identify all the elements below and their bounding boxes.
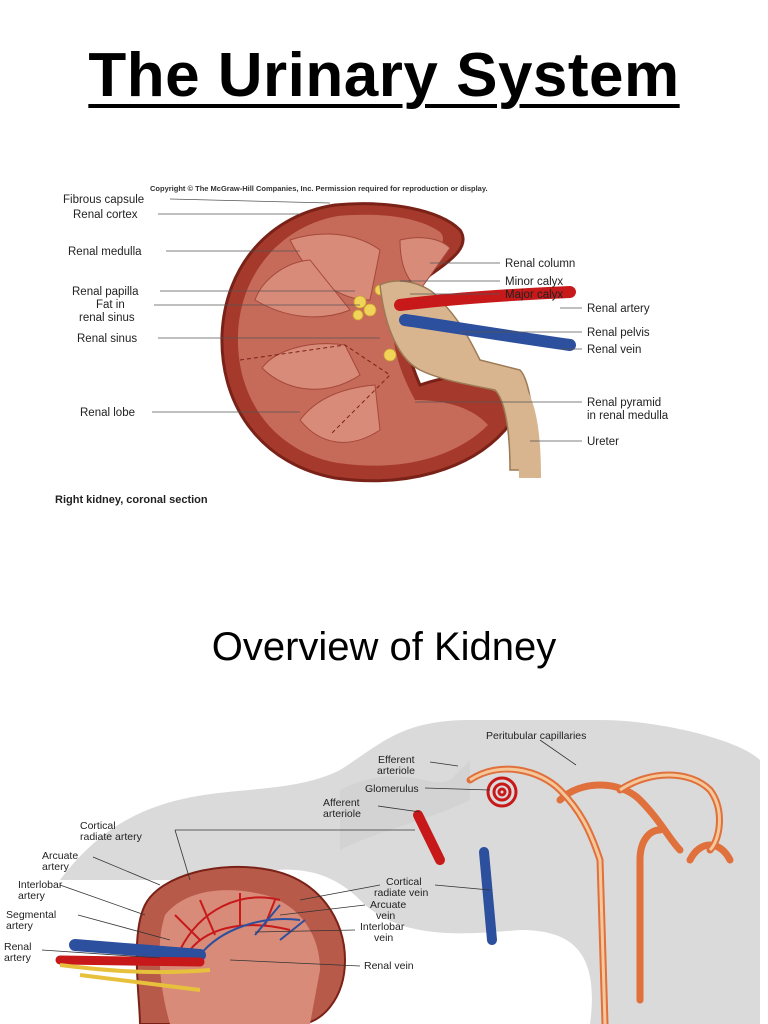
label-major-calyx: Major calyx bbox=[505, 289, 563, 301]
section-heading: Overview of Kidney bbox=[211, 625, 557, 669]
figure2-leader-lines bbox=[41, 739, 577, 967]
label-renal-artery-1: Renal bbox=[4, 941, 31, 953]
copyright-note: Copyright © The McGraw-Hill Companies, I… bbox=[150, 184, 488, 193]
label-renal-medulla: Renal medulla bbox=[68, 246, 142, 258]
renal-pyramid-5 bbox=[399, 237, 451, 291]
label-renal-artery-2: artery bbox=[4, 952, 32, 964]
label-renal-pyramid: Renal pyramid bbox=[587, 397, 661, 409]
glomerulus bbox=[486, 776, 518, 808]
renal-vein bbox=[399, 314, 576, 351]
small-renal-vein bbox=[69, 939, 206, 961]
label-renal-lobe: Renal lobe bbox=[80, 407, 135, 419]
cortical-radiate-vein-vessel bbox=[479, 847, 497, 945]
label-cortical-radiate-vein-1: Cortical bbox=[386, 876, 422, 888]
small-renal-artery bbox=[55, 955, 205, 967]
figure-caption: Right kidney, coronal section bbox=[55, 494, 208, 506]
afferent-arteriole bbox=[413, 810, 445, 865]
label-cortical-radiate-vein-2: radiate vein bbox=[374, 887, 428, 899]
label-renal-papilla: Renal papilla bbox=[72, 286, 139, 298]
small-kidney-veins bbox=[199, 904, 306, 956]
label-fibrous-capsule: Fibrous capsule bbox=[63, 194, 144, 206]
ureter bbox=[497, 371, 541, 479]
label-segmental-artery-1: Segmental bbox=[6, 909, 56, 921]
label-renal-vein: Renal vein bbox=[587, 344, 641, 356]
label-arcuate-artery-1: Arcuate bbox=[42, 850, 78, 862]
label-in-renal-medulla: in renal medulla bbox=[587, 410, 669, 422]
label-minor-calyx: Minor calyx bbox=[505, 276, 563, 288]
label-interlobar-vein-2: vein bbox=[374, 932, 393, 944]
label-interlobar-artery-1: Interlobar bbox=[18, 879, 63, 891]
capillary-detail bbox=[469, 767, 721, 1024]
label-fat-in: Fat in bbox=[96, 299, 125, 311]
label-segmental-artery-2: artery bbox=[6, 920, 34, 932]
kidney-coronal-diagram: Copyright © The McGraw-Hill Companies, I… bbox=[55, 184, 669, 506]
label-cortical-radiate-artery-1: Cortical bbox=[80, 820, 116, 832]
label-efferent-2: arteriole bbox=[377, 765, 415, 777]
label-afferent-1: Afferent bbox=[323, 797, 360, 809]
grey-band bbox=[60, 720, 760, 1024]
grey-band-2 bbox=[340, 760, 470, 850]
label-afferent-2: arteriole bbox=[323, 808, 361, 820]
label-interlobar-vein-1: Interlobar bbox=[360, 921, 405, 933]
left-leader-lines bbox=[152, 198, 380, 413]
label-renal-sinus: Renal sinus bbox=[77, 333, 137, 345]
renal-pyramid-2 bbox=[254, 259, 351, 318]
page-title: The Urinary System bbox=[88, 41, 680, 110]
label-renal-artery: Renal artery bbox=[587, 303, 650, 315]
label-arcuate-artery-2: artery bbox=[42, 861, 70, 873]
label-renal-pelvis: Renal pelvis bbox=[587, 327, 650, 339]
label-cortical-radiate-artery-2: radiate artery bbox=[80, 831, 143, 843]
right-leader-lines bbox=[400, 262, 582, 442]
label-arcuate-vein-2: vein bbox=[376, 910, 395, 922]
label-peritubular-capillaries: Peritubular capillaries bbox=[486, 730, 586, 742]
label-renal-column: Renal column bbox=[505, 258, 575, 270]
renal-lobe-outline bbox=[239, 344, 391, 436]
renal-artery bbox=[394, 286, 576, 311]
small-kidney-arteries bbox=[174, 893, 291, 951]
label-arcuate-vein-1: Arcuate bbox=[370, 899, 406, 911]
label-efferent-1: Efferent bbox=[378, 754, 415, 766]
label-renal-cortex: Renal cortex bbox=[73, 209, 138, 221]
label-renal-vein: Renal vein bbox=[364, 960, 414, 972]
renal-pyramid-4 bbox=[299, 384, 381, 443]
kidney-blood-supply-diagram: Peritubular capillaries Efferent arterio… bbox=[4, 720, 760, 1024]
renal-pyramid-3 bbox=[261, 343, 361, 390]
label-renal-sinus-fat: renal sinus bbox=[79, 312, 135, 324]
label-glomerulus: Glomerulus bbox=[365, 783, 419, 795]
label-interlobar-artery-2: artery bbox=[18, 890, 46, 902]
label-ureter: Ureter bbox=[587, 436, 619, 448]
small-sinus-fat bbox=[59, 963, 211, 992]
